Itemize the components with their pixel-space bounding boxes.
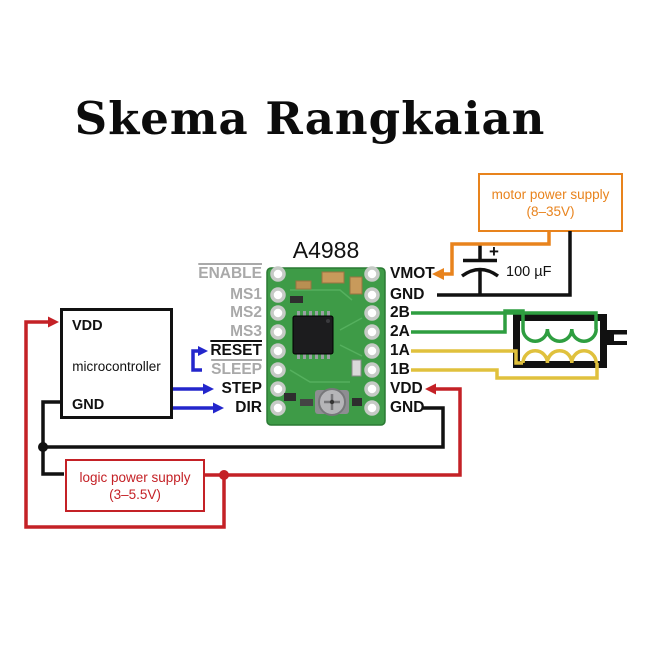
pin-label-1b: 1B xyxy=(390,361,410,378)
capacitor-value-label: 100 µF xyxy=(506,264,552,280)
pin-label-dir: DIR xyxy=(235,399,262,416)
wire-vmot xyxy=(441,231,551,276)
wire-logic-gnd xyxy=(41,400,445,476)
mcu-vdd-label: VDD xyxy=(72,318,103,334)
pin-label-2b: 2B xyxy=(390,304,410,321)
page-title: Skema Rangkaian xyxy=(74,92,546,145)
pcb-components xyxy=(284,271,363,406)
driver-name-label: A4988 xyxy=(292,237,360,263)
pin-label-1a: 1A xyxy=(390,342,410,359)
pcb-holes xyxy=(270,266,380,416)
logic-power-supply-box: logic power supply (3–5.5V) xyxy=(65,459,205,512)
step-arrowhead xyxy=(203,383,214,395)
gnd-junction-dot xyxy=(38,442,48,452)
dir-arrowhead xyxy=(213,402,224,414)
vdd-arrowhead xyxy=(425,383,436,395)
pin-label-ms1: MS1 xyxy=(230,286,262,303)
pin-label-ms2: MS2 xyxy=(230,304,262,321)
driver-ic xyxy=(292,311,334,359)
pin-label-gnd-top: GND xyxy=(390,286,425,303)
motor-power-supply-box: motor power supply (8–35V) xyxy=(478,173,623,232)
logic-power-supply-range: (3–5.5V) xyxy=(109,486,161,502)
reset-arrowhead xyxy=(198,346,208,356)
wire-step-dir xyxy=(172,349,215,410)
wire-coil2 xyxy=(411,309,598,343)
wire-logic-vdd xyxy=(24,320,462,529)
motor-power-supply-label: motor power supply xyxy=(491,186,610,202)
mcu-vdd-arrowhead xyxy=(48,316,59,328)
capacitor-symbol xyxy=(460,244,500,296)
pin-label-gnd-bottom: GND xyxy=(390,399,425,416)
mcu-gnd-label: GND xyxy=(72,397,105,413)
coil-1-winding xyxy=(521,349,598,364)
vdd-junction-dot xyxy=(219,470,229,480)
pin-label-sleep: SLEEP xyxy=(211,361,262,378)
pin-label-step: STEP xyxy=(221,380,262,397)
wire-coil1 xyxy=(411,349,599,380)
pin-label-2a: 2A xyxy=(390,323,410,340)
microcontroller-box: VDD microcontroller GND xyxy=(60,308,173,419)
pin-label-enable: ENABLE xyxy=(198,265,262,282)
wire-motor-gnd xyxy=(437,231,572,297)
microcontroller-label: microcontroller xyxy=(72,359,161,374)
coil-2-winding xyxy=(521,328,598,343)
potentiometer xyxy=(315,388,349,416)
pin-label-ms3: MS3 xyxy=(230,323,262,340)
motor-power-supply-range: (8–35V) xyxy=(526,203,575,219)
pin-label-vmot: VMOT xyxy=(390,265,435,282)
vmot-arrowhead xyxy=(432,268,444,280)
pin-label-reset: RESET xyxy=(210,342,262,359)
logic-power-supply-label: logic power supply xyxy=(79,469,191,485)
capacitor-polarity-label: + xyxy=(489,242,499,261)
pin-label-vdd: VDD xyxy=(390,380,423,397)
pcb-traces xyxy=(289,289,363,383)
driver-board xyxy=(266,266,386,426)
